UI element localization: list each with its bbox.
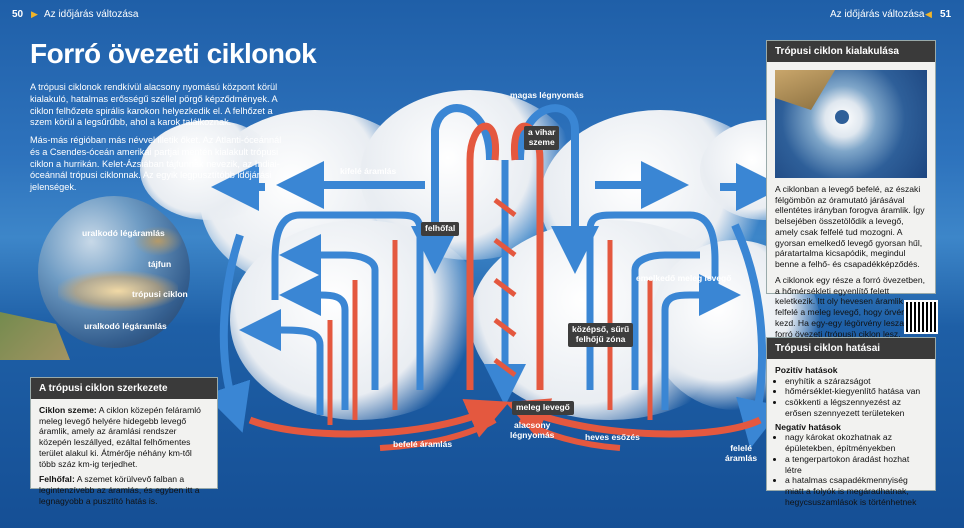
outflow-label: kifelé áramlás xyxy=(340,166,397,176)
left-arrow-4 xyxy=(239,309,324,415)
right-loop-arrow xyxy=(516,104,599,274)
right-arrow-2 xyxy=(631,251,700,390)
left-arrow-1 xyxy=(271,211,424,390)
right-arrow-1 xyxy=(586,211,719,390)
positive-effects-title: Pozitív hatások xyxy=(775,365,838,375)
effects-box: Trópusi ciklon hatásai Pozitív hatások e… xyxy=(766,337,936,507)
low-pressure-label: alacsony légnyomás xyxy=(510,420,555,440)
inflow-arrow-right xyxy=(505,398,762,438)
globe-label-cyclone: trópusi ciklon xyxy=(132,289,188,299)
left-header-title: Az időjárás változása xyxy=(44,9,139,20)
central-zone-label: középső, sűrű felhőjű zóna xyxy=(568,323,634,347)
left-arrow-3 xyxy=(279,274,349,410)
qr-code[interactable] xyxy=(904,300,938,334)
triangle-left-icon: ◀ xyxy=(925,9,932,19)
structure-box-title: A trópusi ciklon szerkezete xyxy=(31,378,217,399)
globe-label-top-wind: uralkodó légáramlás xyxy=(82,228,165,238)
formation-box: Trópusi ciklon kialakulása A ciklonban a… xyxy=(766,40,936,339)
positive-effect-item: csökkenti a légszennyezést az erősen sze… xyxy=(785,397,927,418)
globe-label-typhoon: tájfun xyxy=(148,259,172,269)
positive-effect-item: hőmérséklet-kiegyenlítő hatása van xyxy=(785,386,927,397)
upflow-label: felelé áramlás xyxy=(725,443,758,463)
negative-effect-item: nagy károkat okozhatnak az épületekben, … xyxy=(785,432,927,453)
left-arrow-2 xyxy=(279,234,379,390)
formation-box-title: Trópusi ciklon kialakulása xyxy=(767,41,935,62)
right-arrow-3 xyxy=(661,274,741,410)
inflow-arrow-left-lower xyxy=(379,417,497,451)
page-header: 50 ▶ Az időjárás változása Az időjárás v… xyxy=(0,0,964,30)
effects-box-body: Pozitív hatások enyhítik a szárazságot h… xyxy=(767,359,935,517)
satellite-cyclone-image xyxy=(775,70,927,178)
formation-paragraph: A ciklonban a levegő befelé, az északi f… xyxy=(775,184,925,270)
positive-effect-item: enyhítik a szárazságot xyxy=(785,376,927,387)
triangle-right-icon: ▶ xyxy=(31,9,38,19)
negative-effects-title: Negatív hatások xyxy=(775,421,841,432)
left-loop-warm xyxy=(466,122,500,390)
negative-effects-list: nagy károkat okozhatnak az épületekben, … xyxy=(775,432,927,507)
eye-label: a vihar szeme xyxy=(524,126,560,150)
inflow-arrow-right-lower xyxy=(518,417,621,451)
inflow-label: befelé áramlás xyxy=(393,439,453,449)
left-outer-arrow xyxy=(204,233,251,433)
earth-globe-image xyxy=(38,196,190,348)
intro-text: A trópusi ciklonok rendkívül alacsony ny… xyxy=(30,82,292,200)
left-loop-arrow xyxy=(411,104,494,274)
high-pressure-label: magas légnyomás xyxy=(510,90,584,100)
left-page-number: 50 xyxy=(12,9,24,20)
warm-air-label: meleg levegő xyxy=(512,401,574,415)
globe-label-bottom-wind: uralkodó légáramlás xyxy=(84,321,167,331)
right-loop-warm xyxy=(510,122,544,390)
intro-paragraph: Más-más régióban más névvel illetik őket… xyxy=(30,135,282,193)
structure-box-body: Ciklon szeme: A ciklon közepén feláramló… xyxy=(31,399,217,518)
structure-item-wall: Felhőfal: A szemet körülvevő falban a le… xyxy=(39,474,200,506)
effects-box-title: Trópusi ciklon hatásai xyxy=(767,338,935,359)
negative-effect-item: a tengerpartokon áradást hozhat létre xyxy=(785,454,927,475)
heavy-rain-label: heves esőzés xyxy=(585,432,640,442)
page-title: Forró övezeti ciklonok xyxy=(30,38,317,69)
inflow-arrow-left xyxy=(248,398,510,438)
structure-item-eye: Ciklon szeme: A ciklon közepén feláramló… xyxy=(39,405,201,469)
formation-paragraph: A ciklonok egy része a forró övezetben, … xyxy=(775,274,925,339)
right-header-title: Az időjárás változása xyxy=(830,9,925,20)
cloud-wall-label: felhőfal xyxy=(421,222,460,236)
structure-box: A trópusi ciklon szerkezete Ciklon szeme… xyxy=(30,377,218,506)
positive-effects-list: enyhítik a szárazságot hőmérséklet-kiegy… xyxy=(775,376,927,419)
formation-box-body: A ciklonban a levegő befelé, az északi f… xyxy=(767,178,935,350)
right-outer-arrow xyxy=(731,223,784,449)
central-spiral xyxy=(493,198,517,377)
right-page-number: 51 xyxy=(940,9,952,20)
rising-air-label: emelkedő meleg levegő xyxy=(636,273,732,283)
intro-paragraph: A trópusi ciklonok rendkívül alacsony ny… xyxy=(30,82,278,128)
negative-effect-item: a hatalmas csapadékmennyiség miatt a fo­… xyxy=(785,475,927,507)
